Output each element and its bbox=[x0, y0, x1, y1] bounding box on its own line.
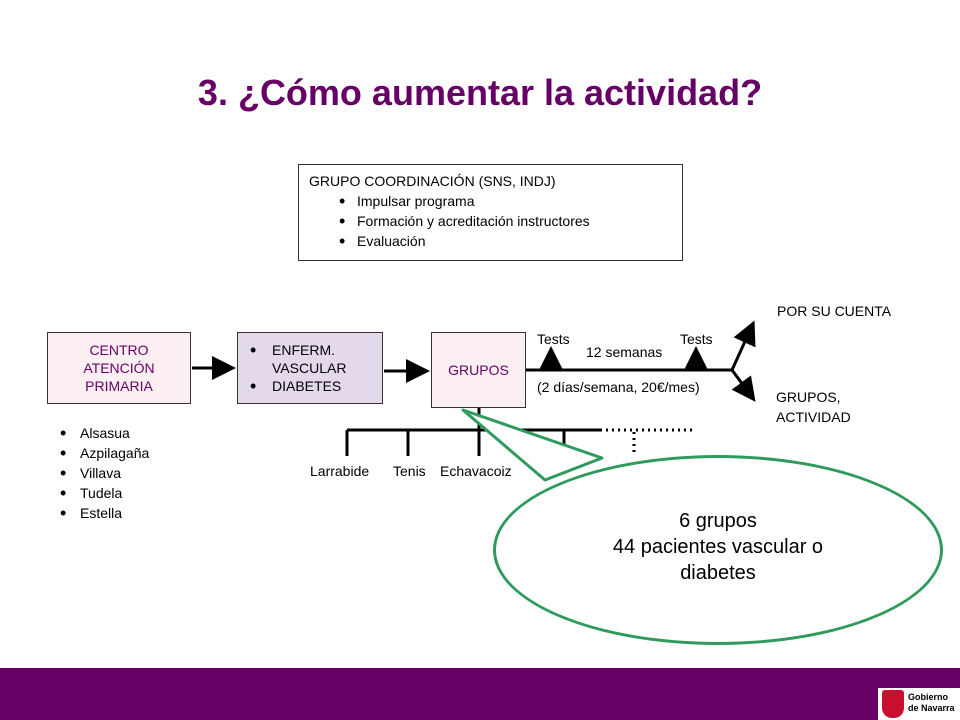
gobierno-navarra-logo: Gobierno de Navarra bbox=[878, 688, 960, 720]
footer-bar bbox=[0, 668, 960, 720]
coordination-item: Impulsar programa bbox=[309, 191, 672, 211]
shield-icon bbox=[882, 690, 904, 718]
frequency-label: (2 días/semana, 20€/mes) bbox=[537, 379, 700, 395]
coordination-box: GRUPO COORDINACIÓN (SNS, INDJ) Impulsar … bbox=[298, 164, 683, 261]
site-label: Larrabide bbox=[310, 463, 370, 479]
site-label: Echavacoiz bbox=[440, 463, 512, 479]
duration-label: 12 semanas bbox=[586, 344, 663, 360]
centro-line: PRIMARIA bbox=[85, 378, 153, 394]
centro-line: CENTRO bbox=[89, 342, 149, 358]
town-item: Villava bbox=[58, 463, 149, 483]
enferm-box: ENFERM. VASCULAR DIABETES bbox=[237, 332, 383, 404]
enferm-item: ENFERM. VASCULAR bbox=[244, 341, 376, 377]
grupos-label: GRUPOS bbox=[448, 362, 509, 378]
towns-list: Alsasua Azpilagaña Villava Tudela Estell… bbox=[58, 423, 149, 523]
town-item: Azpilagaña bbox=[58, 443, 149, 463]
bubble-line: 6 grupos bbox=[679, 510, 757, 532]
tests-label-right: Tests bbox=[680, 331, 713, 347]
callout-bubble: 6 grupos 44 pacientes vascular o diabete… bbox=[493, 455, 943, 645]
coordination-item: Evaluación bbox=[309, 231, 672, 251]
branch-down-arrow bbox=[730, 369, 756, 402]
bubble-line: 44 pacientes vascular o bbox=[612, 536, 824, 558]
outcome-own: POR SU CUENTA bbox=[777, 303, 892, 319]
coordination-header: GRUPO COORDINACIÓN (SNS, INDJ) bbox=[309, 173, 556, 189]
centro-line: ATENCIÓN bbox=[83, 360, 155, 376]
centro-atencion-primaria-box: CENTRO ATENCIÓN PRIMARIA bbox=[47, 332, 191, 404]
page-title: 3. ¿Cómo aumentar la actividad? bbox=[197, 72, 763, 113]
outcome-groups-line: GRUPOS, bbox=[776, 389, 841, 405]
branch-up-arrow bbox=[730, 320, 756, 371]
tests-label-left: Tests bbox=[537, 331, 570, 347]
site-label: Tenis bbox=[393, 463, 426, 479]
bubble-line: diabetes bbox=[680, 562, 756, 584]
bubble-tail bbox=[461, 408, 604, 482]
grupos-box: GRUPOS bbox=[431, 332, 526, 408]
outcome-groups: GRUPOS, ACTIVIDAD bbox=[776, 387, 851, 427]
enferm-item: DIABETES bbox=[244, 377, 376, 395]
logo-text: Gobierno bbox=[908, 692, 948, 702]
outcome-groups-line: ACTIVIDAD bbox=[776, 409, 851, 425]
town-item: Alsasua bbox=[58, 423, 149, 443]
town-item: Estella bbox=[58, 503, 149, 523]
logo-text: de Navarra bbox=[908, 703, 955, 713]
coordination-item: Formación y acreditación instructores bbox=[309, 211, 672, 231]
town-item: Tudela bbox=[58, 483, 149, 503]
